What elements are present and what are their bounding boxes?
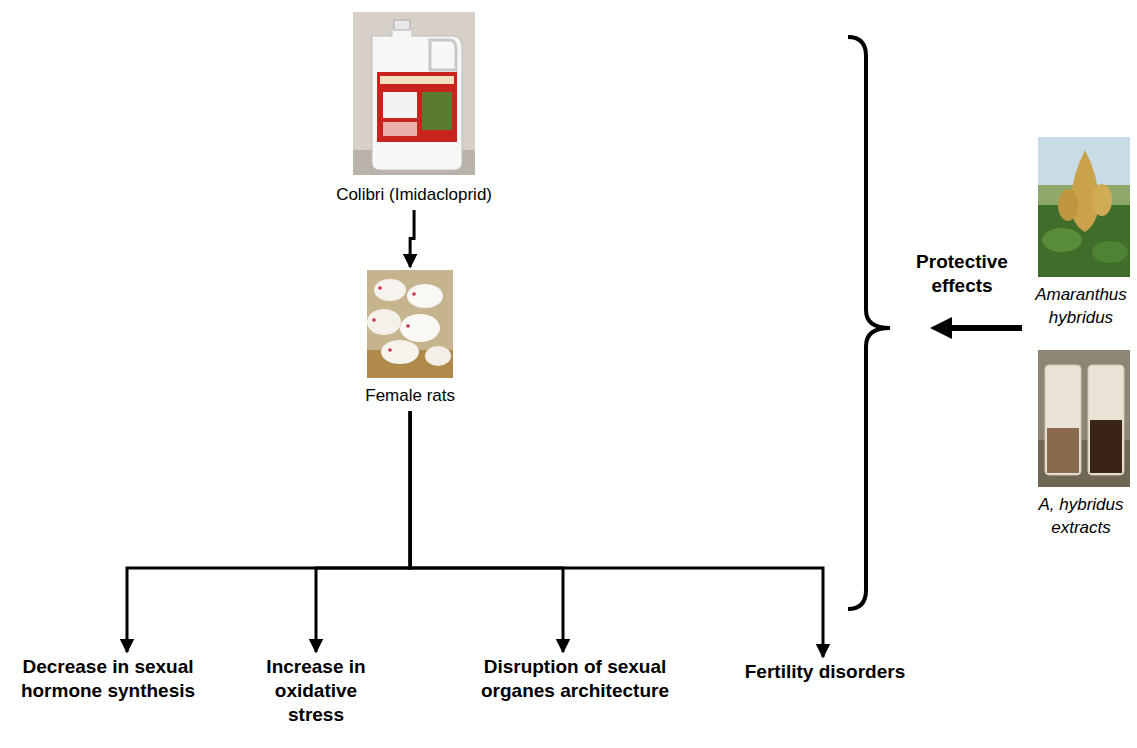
arrow-connector <box>410 411 563 652</box>
label-panel <box>383 92 417 118</box>
outcome-text: Decrease in sexual hormone synthesis <box>6 655 210 703</box>
outcome-label: Increase in oxidative stress <box>253 655 379 727</box>
rat-eye <box>378 286 382 290</box>
outcome-label: Fertility disorders <box>733 660 917 684</box>
amaranth-plume <box>1092 184 1112 216</box>
rat <box>407 284 443 308</box>
jar-extract <box>1047 428 1079 473</box>
outcome-text: Disruption of sexual organes architectur… <box>466 655 684 703</box>
outcome-label: Decrease in sexual hormone synthesis <box>6 655 210 703</box>
pesticide-bottle-photo <box>353 12 475 175</box>
extracts-photo <box>1038 350 1130 487</box>
arrow-label: Protective effects <box>906 250 1018 298</box>
rat <box>374 279 406 301</box>
bottle-body <box>372 28 462 170</box>
amaranthus-photo <box>1038 137 1130 277</box>
jar <box>1088 365 1124 475</box>
jar-extract <box>1090 420 1122 473</box>
photo-node: Colibri (Imidacloprid) <box>336 12 492 206</box>
protective-arrow <box>930 317 1022 339</box>
rat-eye <box>406 324 410 328</box>
outcome-text: Fertility disorders <box>733 660 917 684</box>
leaf <box>1042 228 1082 252</box>
rat-eye <box>388 348 392 352</box>
photo-background <box>1038 350 1130 487</box>
photo-sky <box>1038 137 1130 277</box>
arrow-connector <box>410 411 823 657</box>
rat-eye <box>372 318 376 322</box>
label-picture <box>422 92 452 130</box>
jar <box>1045 365 1081 475</box>
arrow-shaft <box>948 325 1022 331</box>
outcome-text: Increase in oxidative stress <box>253 655 379 727</box>
photo-caption: Amaranthus hybridus <box>1029 283 1133 329</box>
photo-background <box>353 12 475 175</box>
photo-caption: Colibri (Imidacloprid) <box>336 183 492 206</box>
photo-node: Female rats <box>365 270 455 407</box>
rat-eye <box>412 292 416 296</box>
arrow-head <box>930 317 952 339</box>
leaf <box>1092 241 1128 263</box>
outcome-label: Disruption of sexual organes architectur… <box>466 655 684 703</box>
label-panel <box>383 122 417 136</box>
photo-caption: Female rats <box>365 384 455 407</box>
arrow-connector <box>316 411 410 652</box>
curly-brace <box>848 37 890 609</box>
rat <box>367 309 401 335</box>
rat <box>381 340 419 364</box>
bottle-handle <box>430 40 456 70</box>
rat <box>400 314 440 342</box>
arrow-connector <box>410 210 414 267</box>
rat <box>425 346 451 366</box>
bottle-label <box>377 72 457 142</box>
photo-background <box>367 270 453 378</box>
photo-caption: A, hybridus extracts <box>1029 493 1133 539</box>
amaranth-plume <box>1058 189 1078 221</box>
bottle-cap <box>394 20 410 30</box>
rats-photo <box>367 270 453 378</box>
label-band <box>380 76 454 84</box>
extract-photo-node: A, hybridus extracts <box>1029 350 1133 539</box>
plant-photo-node: Amaranthus hybridus <box>1029 137 1133 329</box>
arrow-connector <box>127 411 410 652</box>
